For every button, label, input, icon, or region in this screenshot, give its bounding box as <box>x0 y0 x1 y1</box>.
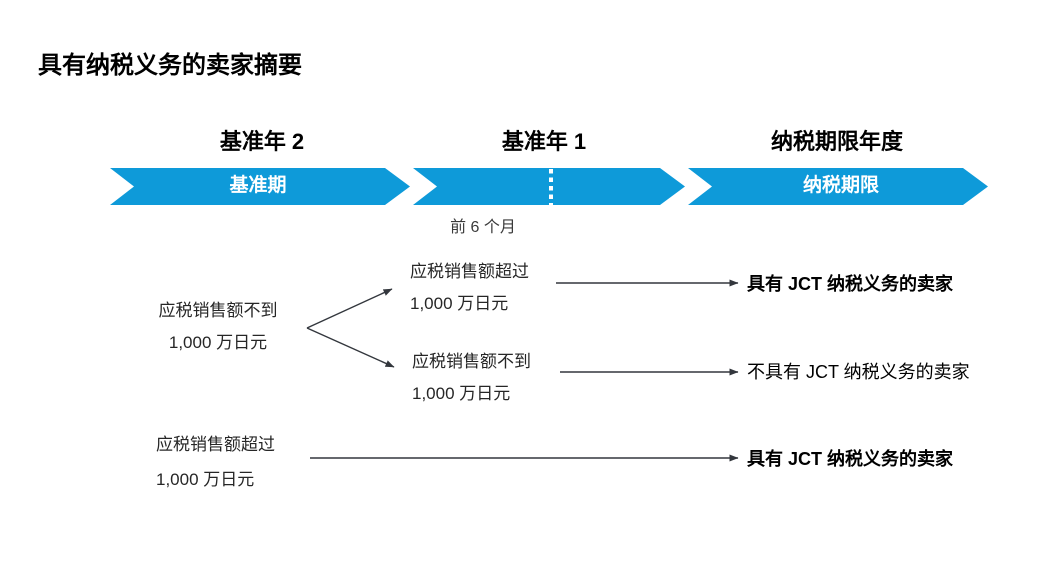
node-base-year2-sales-below: 应税销售额不到 1,000 万日元 <box>108 295 328 359</box>
outcome-liable-seller-1: 具有 JCT 纳税义务的卖家 <box>747 274 954 294</box>
band-label-tax-period: 纳税期限 <box>802 175 879 196</box>
page-title: 具有纳税义务的卖家摘要 <box>38 52 302 79</box>
fork-arrow-up <box>306 288 393 329</box>
node-base-year2-sales-above: 应税销售额超过 1,000 万日元 <box>156 427 275 497</box>
node-line: 应税销售额超过 <box>156 435 275 454</box>
node-line: 1,000 万日元 <box>156 470 255 489</box>
timeline-band-tax-period <box>688 168 988 205</box>
column-header-base-year-1: 基准年 1 <box>501 129 587 154</box>
outcome-not-liable-seller: 不具有 JCT 纳税义务的卖家 <box>747 362 970 382</box>
timeline-band-base-period <box>110 168 410 205</box>
node-line: 应税销售额不到 <box>158 301 278 320</box>
outcome-liable-seller-2: 具有 JCT 纳税义务的卖家 <box>747 449 954 469</box>
column-header-tax-period-year: 纳税期限年度 <box>770 129 903 154</box>
node-line: 1,000 万日元 <box>168 333 268 352</box>
node-base-year1-sales-above: 应税销售额超过 1,000 万日元 <box>410 256 529 320</box>
node-base-year1-sales-below: 应税销售额不到 1,000 万日元 <box>412 346 531 410</box>
fork-arrow-down <box>306 327 395 368</box>
node-line: 应税销售额超过 <box>410 262 529 281</box>
band-label-base-period: 基准期 <box>229 175 287 196</box>
node-line: 应税销售额不到 <box>412 352 531 371</box>
column-header-base-year-2: 基准年 2 <box>219 129 305 154</box>
first-six-months-label: 前 6 个月 <box>450 219 516 236</box>
node-line: 1,000 万日元 <box>410 294 509 313</box>
node-line: 1,000 万日元 <box>412 384 511 403</box>
